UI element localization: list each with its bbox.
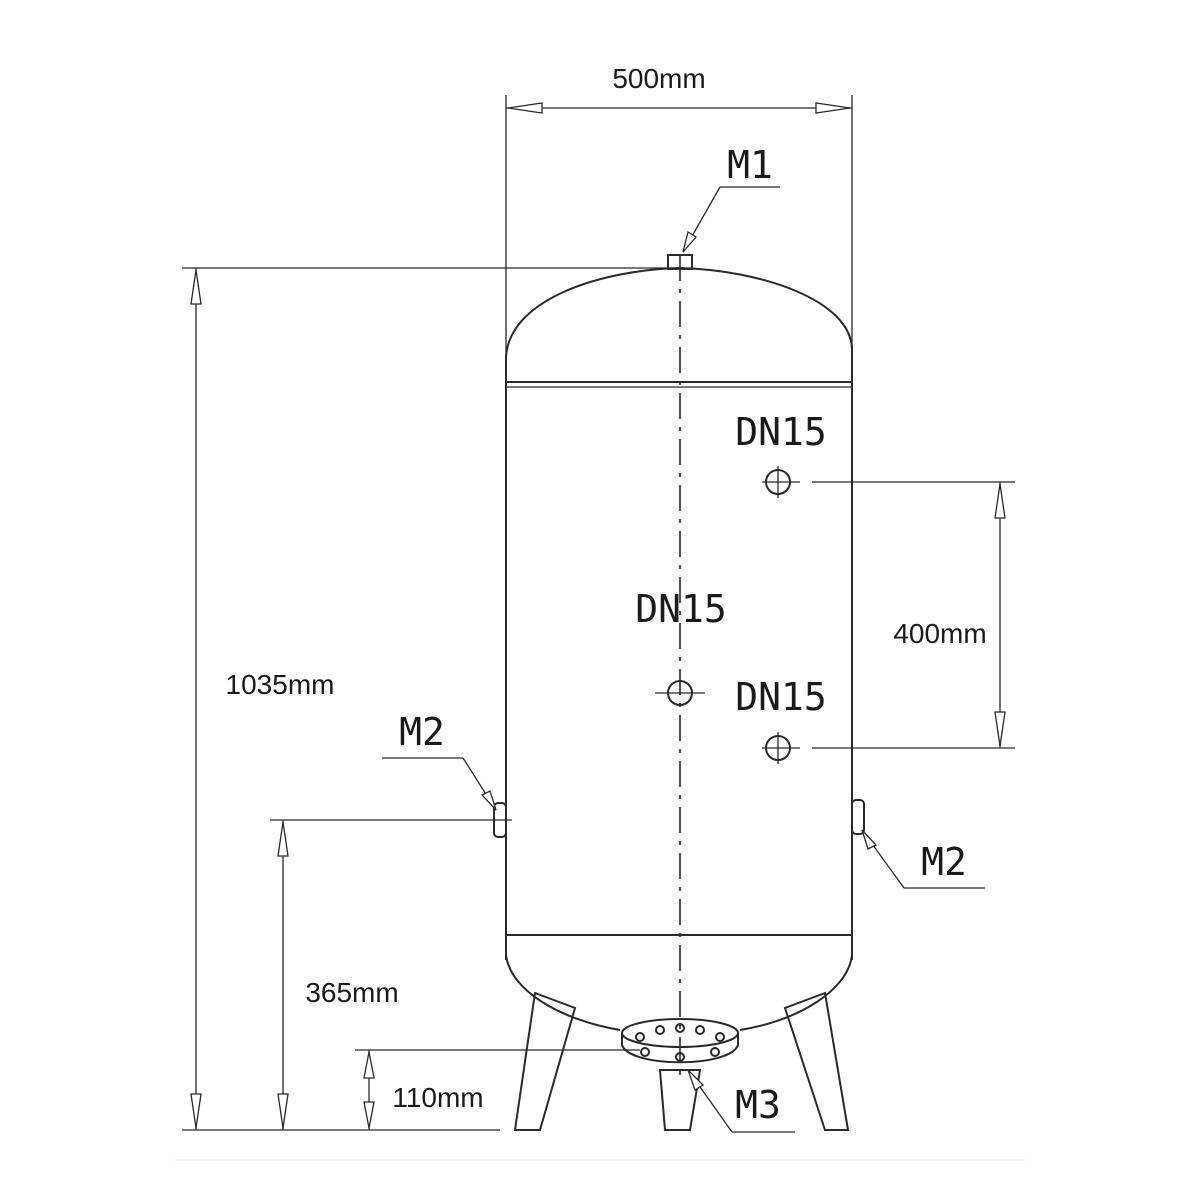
side-port-height-label: 365mm xyxy=(305,977,398,1008)
dim-bottom-clearance: 110mm xyxy=(355,1049,640,1130)
top-dome xyxy=(505,266,853,361)
vessel-body xyxy=(505,266,853,1031)
dn15-lower-label: DN15 xyxy=(735,675,827,719)
flange-bolt-1 xyxy=(635,1032,645,1042)
m1-label: M1 xyxy=(727,143,773,187)
flange-bolt-4 xyxy=(695,1025,705,1035)
bottom-clearance-label: 110mm xyxy=(392,1082,483,1113)
dim-total-height: 1035mm xyxy=(182,267,680,1131)
dim-side-port-height: 365mm xyxy=(270,819,512,1130)
dim-port-spacing: 400mm xyxy=(812,481,1015,749)
arrow-left xyxy=(507,102,543,114)
legs xyxy=(513,991,850,1131)
m2-right-nozzle xyxy=(851,799,865,835)
flange-bolt-7 xyxy=(675,1052,685,1062)
arrow-right xyxy=(815,102,851,114)
dn15-center-label: DN15 xyxy=(635,587,727,631)
dn15-upper-label: DN15 xyxy=(735,410,827,454)
left-leg xyxy=(513,991,577,1131)
leaders xyxy=(382,186,985,1133)
total-height-label: 1035mm xyxy=(226,669,335,700)
m3-label: M3 xyxy=(735,1083,781,1127)
port-spacing-label: 400mm xyxy=(893,618,986,649)
bottom-flange xyxy=(621,1018,739,1064)
m2-left-label: M2 xyxy=(399,710,445,754)
right-leg xyxy=(783,991,850,1131)
dim-width: 500mm xyxy=(505,63,853,355)
center-leg xyxy=(658,1069,702,1131)
bottom-dome-right xyxy=(739,954,853,1031)
width-label: 500mm xyxy=(612,63,705,94)
flange-bolt-6 xyxy=(640,1047,650,1057)
flange-body xyxy=(621,1033,739,1064)
flange-bolt-8 xyxy=(710,1047,720,1057)
dn15-ports xyxy=(655,466,800,764)
flange-bolt-2 xyxy=(655,1025,665,1035)
flange-bolt-5 xyxy=(715,1032,725,1042)
m2-right-label: M2 xyxy=(921,840,967,884)
flange-bolt-3 xyxy=(675,1023,685,1033)
bottom-dome-left xyxy=(505,954,621,1031)
